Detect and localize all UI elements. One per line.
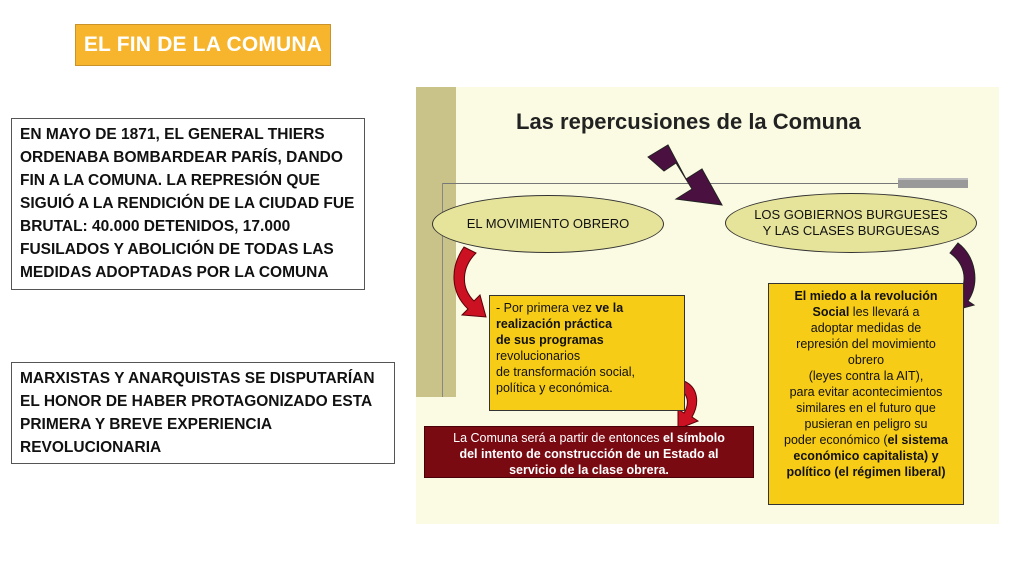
box-fear-line-7: para evitar acontecimientos xyxy=(789,385,943,399)
box-fear-line-8: similares en el futuro que xyxy=(796,401,936,415)
box-fear-line-6: (leyes contra la AIT), xyxy=(808,369,924,383)
box-commune-symbol: La Comuna será a partir de entonces el s… xyxy=(424,426,754,478)
box-fear-line-3: adoptar medidas de xyxy=(810,321,922,335)
diagram-vertical-line xyxy=(442,183,443,397)
diagram-side-bar xyxy=(416,87,456,397)
ellipse-bourgeois-governments: LOS GOBIERNOS BURGUESES Y LAS CLASES BUR… xyxy=(725,193,977,253)
slide-title: EL FIN DE LA COMUNA xyxy=(75,24,331,66)
box-first-time-line-5: de transformación social, xyxy=(496,365,635,379)
box-fear-line-10: poder económico (el sistema xyxy=(784,433,948,447)
box-first-time-line-6: política y económica. xyxy=(496,381,613,395)
diagram-gray-bar xyxy=(898,178,968,188)
box-first-time: - Por primera vez ve la realización prác… xyxy=(489,295,685,411)
box-first-time-line-4: revolucionarios xyxy=(496,349,581,363)
curved-arrow-left-icon xyxy=(453,246,487,318)
box-fear-line-11: económico capitalista) y xyxy=(793,449,939,463)
box-commune-line-3: servicio de la clase obrera. xyxy=(509,463,669,477)
box-fear-line-12: político (el régimen liberal) xyxy=(786,465,946,479)
ellipse-workers-movement: EL MOVIMIENTO OBRERO xyxy=(432,195,664,253)
box-fear-line-9: pusieran en peligro su xyxy=(804,417,928,431)
ellipse-bourgeois-line-1: LOS GOBIERNOS BURGUESES xyxy=(754,207,948,222)
box-first-time-line-3: de sus programas xyxy=(496,333,604,347)
repercussions-diagram: Las repercusiones de la Comuna EL MOVIMI… xyxy=(416,87,999,524)
text-box-marxists-anarchists: MARXISTAS Y ANARQUISTAS SE DISPUTARÍAN E… xyxy=(11,362,395,464)
box-first-time-line-2: realización práctica xyxy=(496,317,613,331)
diagram-arrows xyxy=(453,144,976,430)
ellipse-bourgeois-line-2: Y LAS CLASES BURGUESAS xyxy=(762,223,940,238)
box-first-time-line-1: - Por primera vez ve la xyxy=(496,301,624,315)
box-fear-line-1: El miedo a la revolución xyxy=(794,289,938,303)
box-fear-line-4: represión del movimiento xyxy=(796,337,936,351)
box-commune-line-1: La Comuna será a partir de entonces el s… xyxy=(453,431,725,445)
box-fear-line-2: Social les llevará a xyxy=(812,305,920,319)
ellipse-workers-label: EL MOVIMIENTO OBRERO xyxy=(466,216,630,231)
box-fear-line-5: obrero xyxy=(847,353,885,367)
text-box-repression: EN MAYO DE 1871, EL GENERAL THIERS ORDEN… xyxy=(11,118,365,290)
ellipse-bourgeois-label: LOS GOBIERNOS BURGUESES Y LAS CLASES BUR… xyxy=(754,207,948,239)
box-fear-of-revolution: El miedo a la revolución Social les llev… xyxy=(768,283,964,505)
zigzag-arrow-icon xyxy=(647,144,723,206)
diagram-title: Las repercusiones de la Comuna xyxy=(516,109,861,134)
box-commune-line-2: del intento de construcción de un Estado… xyxy=(459,447,719,461)
